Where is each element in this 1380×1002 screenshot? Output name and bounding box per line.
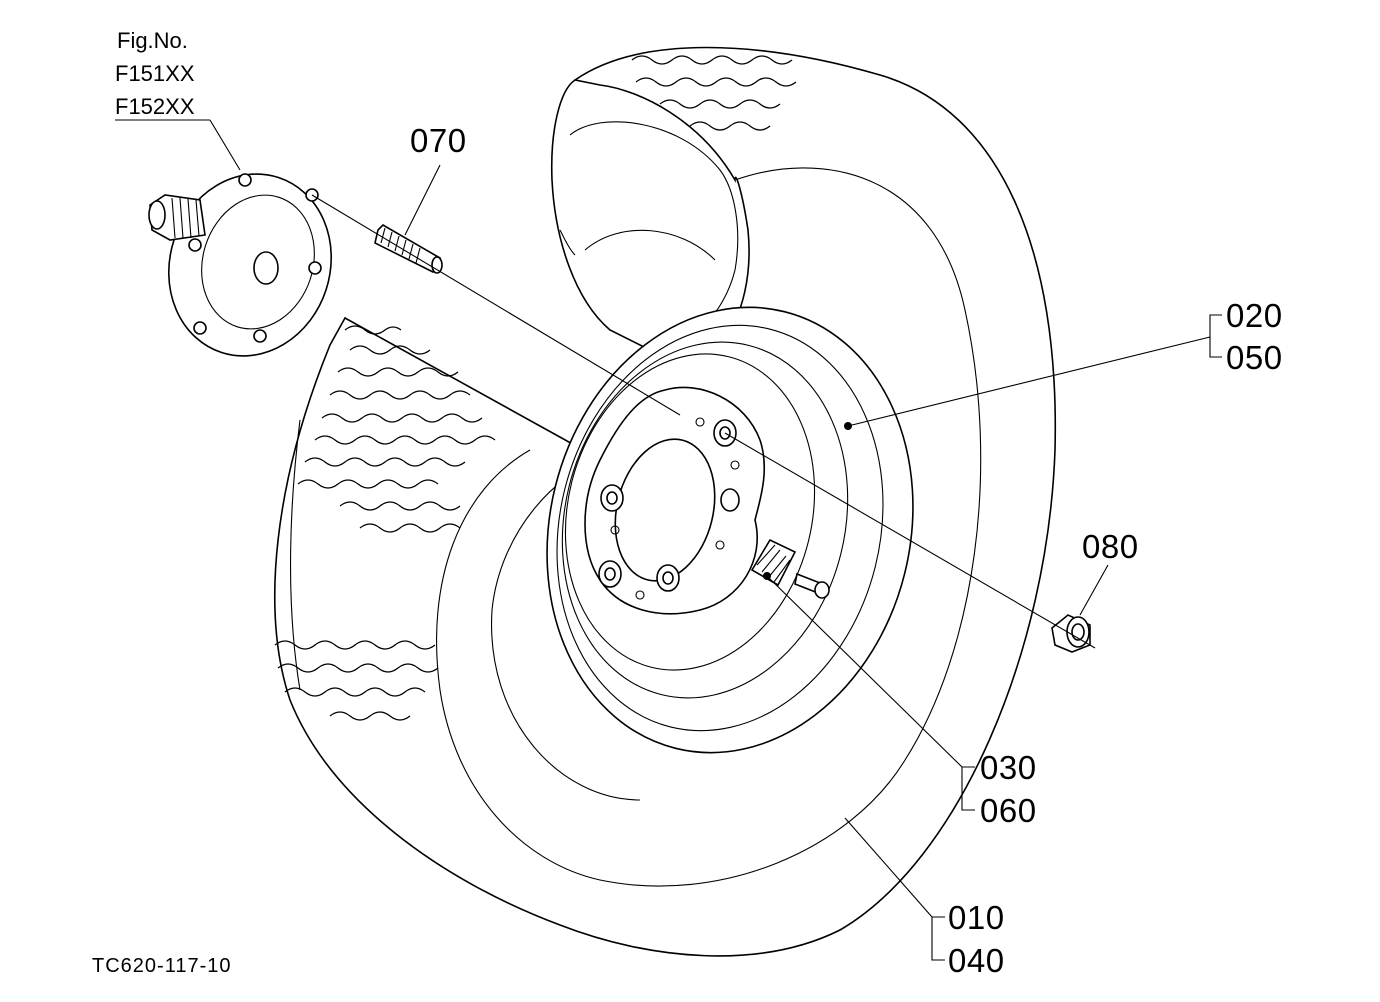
wheel-hub [148, 173, 333, 357]
fig-number-2: F152XX [115, 94, 195, 119]
leader-lines [115, 119, 1222, 961]
part-label-020: 020 [1226, 297, 1283, 334]
valve-stem [750, 538, 830, 599]
part-label-050: 050 [1226, 339, 1283, 376]
tire-sidewall [436, 167, 982, 887]
tread-pattern-top [631, 55, 797, 131]
part-label-030: 030 [980, 749, 1037, 786]
wheel-stud [374, 223, 443, 274]
hub-flange [167, 173, 333, 357]
part-label-010: 010 [948, 899, 1005, 936]
drawing-code: TC620-117-10 [92, 955, 232, 977]
fig-no-label: Fig.No. [117, 28, 188, 53]
fig-number-1: F151XX [115, 61, 195, 86]
tread-pattern-upper [297, 325, 496, 533]
rim-stud-holes [598, 417, 740, 600]
tire-outline [274, 46, 1057, 957]
tire-assembly [274, 46, 1057, 957]
valve-label-plate [750, 538, 797, 587]
tread-pattern-lower [274, 640, 439, 721]
part-label-060: 060 [980, 792, 1037, 829]
wheel-rim [546, 306, 914, 754]
part-label-070: 070 [410, 122, 467, 159]
part-label-080: 080 [1082, 528, 1139, 565]
part-label-040: 040 [948, 942, 1005, 979]
